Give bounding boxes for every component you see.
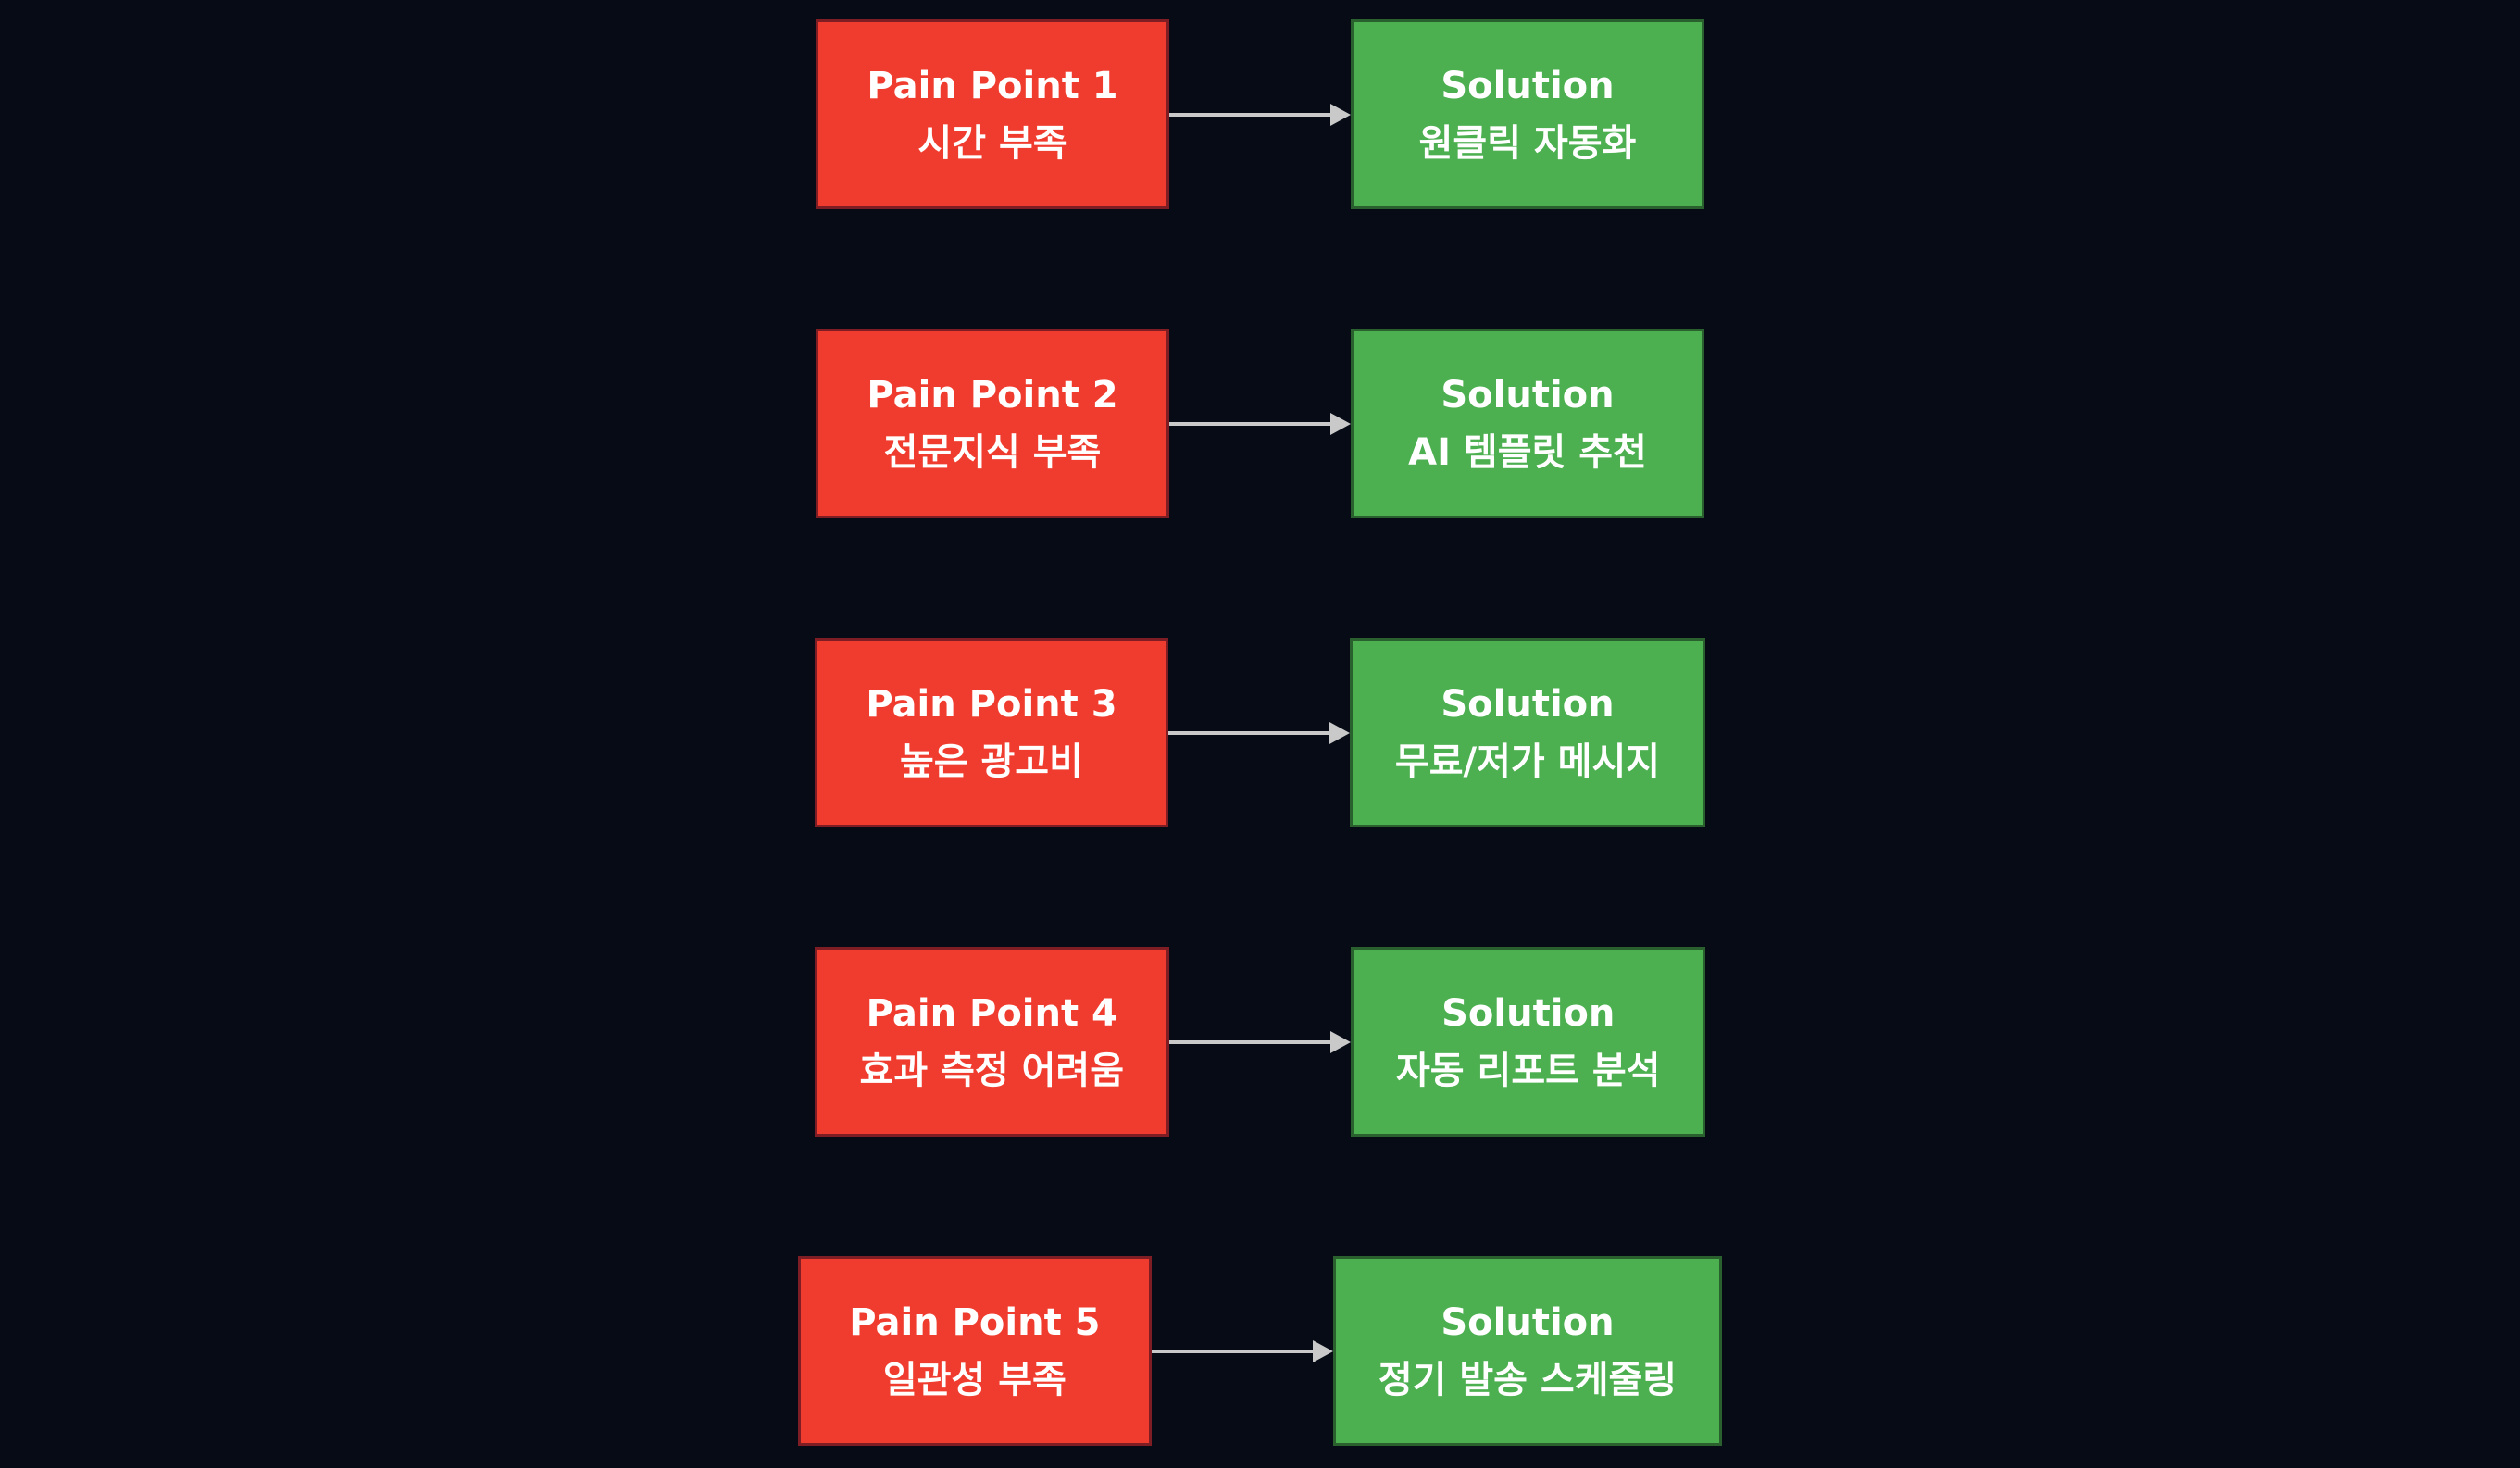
arrow-connector xyxy=(1169,1030,1351,1053)
pain-point-title: Pain Point 3 xyxy=(866,682,1117,726)
pain-point-title: Pain Point 1 xyxy=(867,64,1118,107)
solution-title: Solution xyxy=(1441,1300,1615,1344)
arrow-line xyxy=(1151,1349,1313,1353)
arrow-connector xyxy=(1169,103,1351,126)
pain-point-box: Pain Point 5 일관성 부족 xyxy=(797,1256,1152,1446)
arrow-head-icon xyxy=(1330,412,1351,435)
solution-box: Solution 원클릭 자동화 xyxy=(1351,19,1704,209)
pain-solution-row: Pain Point 1 시간 부족 Solution 원클릭 자동화 xyxy=(0,19,2520,209)
solution-subtitle: 원클릭 자동화 xyxy=(1418,121,1637,165)
solution-box: Solution AI 템플릿 추천 xyxy=(1351,329,1704,518)
solution-title: Solution xyxy=(1441,991,1616,1035)
pain-point-box: Pain Point 1 시간 부족 xyxy=(816,19,1169,209)
pain-solution-row: Pain Point 2 전문지식 부족 Solution AI 템플릿 추천 xyxy=(0,329,2520,518)
arrow-line xyxy=(1169,112,1330,117)
arrow-line xyxy=(1169,421,1330,426)
pain-point-subtitle: 전문지식 부족 xyxy=(883,430,1102,474)
pain-point-subtitle: 일관성 부족 xyxy=(882,1358,1067,1401)
solution-box: Solution 자동 리포트 분석 xyxy=(1351,947,1706,1137)
pain-point-box: Pain Point 4 효과 측정 어려움 xyxy=(814,947,1169,1137)
solution-subtitle: 정기 발송 스케줄링 xyxy=(1378,1358,1678,1401)
solution-title: Solution xyxy=(1441,682,1615,726)
pain-solution-row: Pain Point 4 효과 측정 어려움 Solution 자동 리포트 분… xyxy=(0,947,2520,1137)
arrow-head-icon xyxy=(1330,103,1351,126)
solution-subtitle: AI 템플릿 추천 xyxy=(1408,430,1647,474)
solution-subtitle: 자동 리포트 분석 xyxy=(1396,1049,1661,1092)
pain-point-subtitle: 효과 측정 어려움 xyxy=(859,1049,1124,1092)
pain-point-title: Pain Point 4 xyxy=(866,991,1117,1035)
pain-point-box: Pain Point 3 높은 광고비 xyxy=(814,638,1168,827)
pain-solution-row: Pain Point 3 높은 광고비 Solution 무료/저가 메시지 xyxy=(0,638,2520,827)
pain-point-title: Pain Point 2 xyxy=(867,373,1118,417)
arrow-head-icon xyxy=(1329,721,1350,744)
solution-box: Solution 정기 발송 스케줄링 xyxy=(1332,1256,1723,1446)
solution-box: Solution 무료/저가 메시지 xyxy=(1349,638,1706,827)
arrow-connector xyxy=(1169,412,1351,435)
pain-point-box: Pain Point 2 전문지식 부족 xyxy=(816,329,1169,518)
arrow-line xyxy=(1167,730,1329,735)
arrow-head-icon xyxy=(1312,1339,1333,1362)
arrow-line xyxy=(1169,1039,1330,1044)
solution-title: Solution xyxy=(1441,373,1615,417)
solution-title: Solution xyxy=(1441,64,1615,107)
pain-solution-row: Pain Point 5 일관성 부족 Solution 정기 발송 스케줄링 xyxy=(0,1256,2520,1446)
arrow-head-icon xyxy=(1330,1030,1351,1053)
pain-point-title: Pain Point 5 xyxy=(849,1300,1101,1344)
arrow-connector xyxy=(1167,721,1350,744)
pain-point-subtitle: 시간 부족 xyxy=(917,121,1067,165)
pain-point-subtitle: 높은 광고비 xyxy=(899,740,1083,783)
solution-subtitle: 무료/저가 메시지 xyxy=(1394,740,1661,783)
arrow-connector xyxy=(1151,1339,1333,1362)
